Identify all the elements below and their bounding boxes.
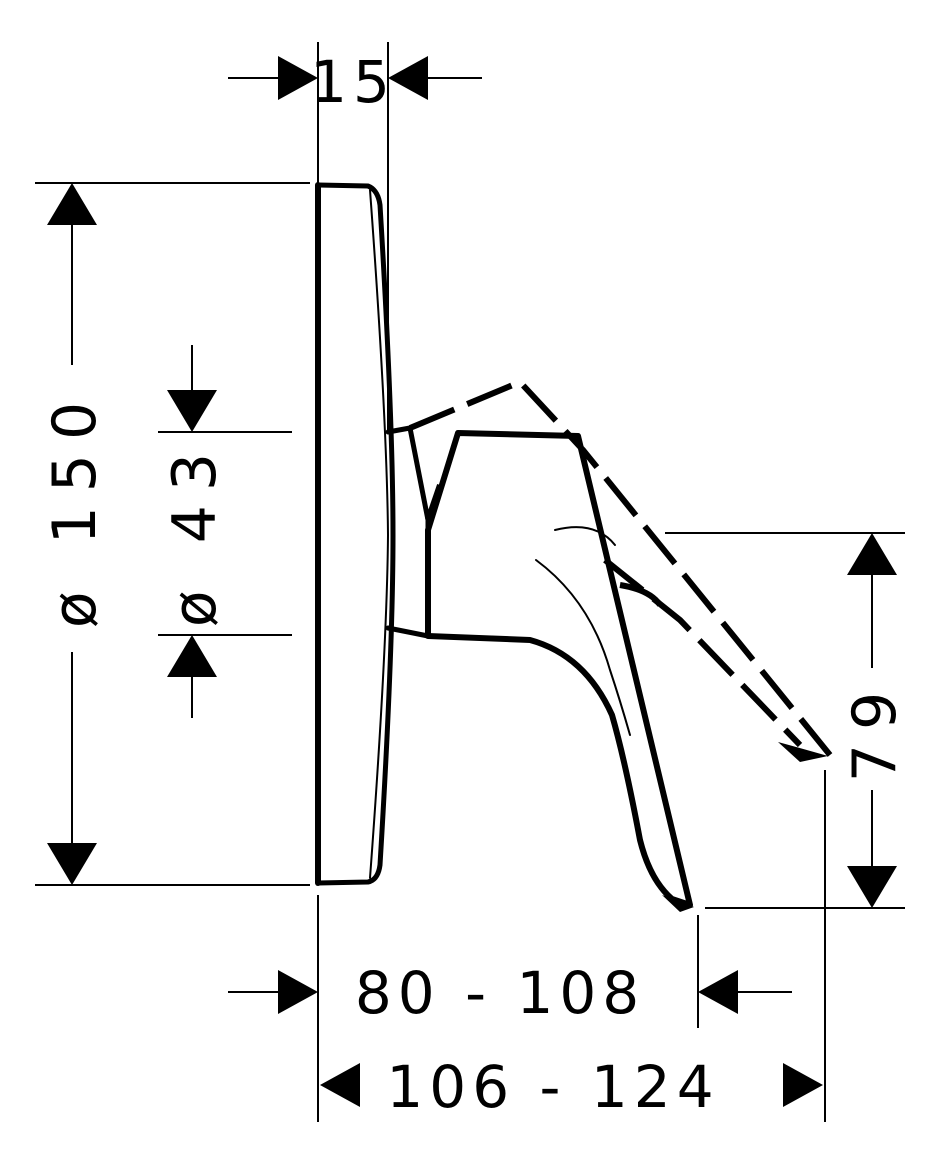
- lever-top-curve: [554, 526, 616, 546]
- lever-open-tip: [778, 742, 828, 762]
- dim-top-width: 15: [228, 48, 482, 116]
- lever-closed-tip: [662, 895, 694, 912]
- extension-lines: [35, 42, 905, 1122]
- label-cartridge-diameter: ø 43: [160, 439, 230, 627]
- arrow-right-icon: [278, 970, 318, 1014]
- label-handle-drop: 79: [840, 678, 910, 782]
- arrow-down-icon: [167, 390, 217, 432]
- label-projection-max: 106 - 124: [386, 1053, 719, 1121]
- arrow-left-icon: [320, 1063, 360, 1107]
- product-outline: [315, 182, 693, 908]
- lever-open-lower-edge: [603, 557, 803, 748]
- lever-closed: [425, 430, 693, 908]
- plate-inner-line: [369, 189, 389, 879]
- lever-open-neck: [425, 484, 443, 521]
- dim-handle-drop: 79: [840, 533, 910, 908]
- dim-projection-max: 106 - 124: [320, 1053, 823, 1121]
- plate-profile: [315, 182, 396, 886]
- arrow-down-icon: [847, 866, 897, 908]
- dim-plate-diameter: ø 150: [40, 183, 110, 885]
- lever-open-upper-edge: [408, 379, 833, 757]
- label-projection-min: 80 - 108: [355, 959, 645, 1027]
- arrow-left-icon: [698, 970, 738, 1014]
- arrow-up-icon: [47, 183, 97, 225]
- arrow-left-icon: [388, 56, 428, 100]
- lever-open-inner: [619, 582, 663, 607]
- arrow-right-icon: [278, 56, 318, 100]
- label-top-width: 15: [310, 48, 396, 116]
- arrow-up-icon: [847, 533, 897, 575]
- arrow-up-icon: [167, 635, 217, 677]
- dim-projection-min: 80 - 108: [228, 959, 792, 1027]
- label-plate-diameter: ø 150: [40, 388, 110, 628]
- lever-open-dashed: [408, 379, 833, 757]
- arrow-down-icon: [47, 843, 97, 885]
- arrow-right-icon: [783, 1063, 823, 1107]
- dim-cartridge-diameter: ø 43: [160, 345, 230, 718]
- lever-curve-line: [535, 559, 631, 736]
